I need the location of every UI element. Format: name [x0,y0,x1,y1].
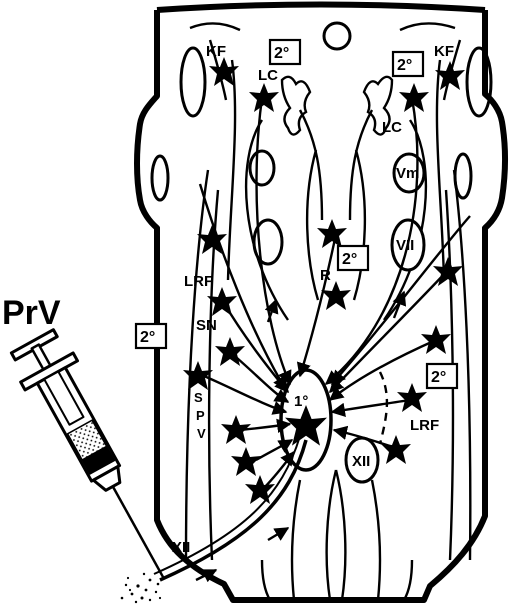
secondary-label-top-left: 2° [274,45,289,62]
lrf-label-right: LRF [410,417,439,434]
primary-label: 1° [294,393,308,410]
neuron-lrf-right [381,435,411,464]
neuron-raphe-1 [317,219,347,248]
p-label: P [196,408,205,423]
neuron-left-3 [231,447,261,476]
neuron-right-2 [421,325,451,354]
secondary-boxes [136,40,457,388]
v-label: V [197,426,206,441]
r-label: R [320,267,331,284]
syringe [6,327,189,592]
s-label: S [194,390,203,405]
neuron-right-3 [397,383,427,412]
vii-label: VII [396,237,414,254]
sn-label: SN [196,317,217,334]
lc-label-right: LC [382,119,402,136]
xii-nerve-label: XII [172,539,190,556]
secondary-label-left: 2° [140,329,155,346]
kf-label-left: KF [206,43,226,60]
secondary-label-top-right: 2° [397,57,412,74]
injection-site [121,573,161,603]
kf-label-right: KF [434,43,454,60]
neuron-lc-left [249,83,279,112]
xii-nucleus-label: XII [352,453,370,470]
vm-label: Vm [396,165,419,182]
internal-tracts [152,23,491,600]
secondary-label-right: 2° [431,369,446,386]
secondary-label-center: 2° [342,251,357,268]
lrf-label-left: LRF [184,273,213,290]
syringe-label: PrV [2,294,61,332]
lc-label-left: LC [258,67,278,84]
